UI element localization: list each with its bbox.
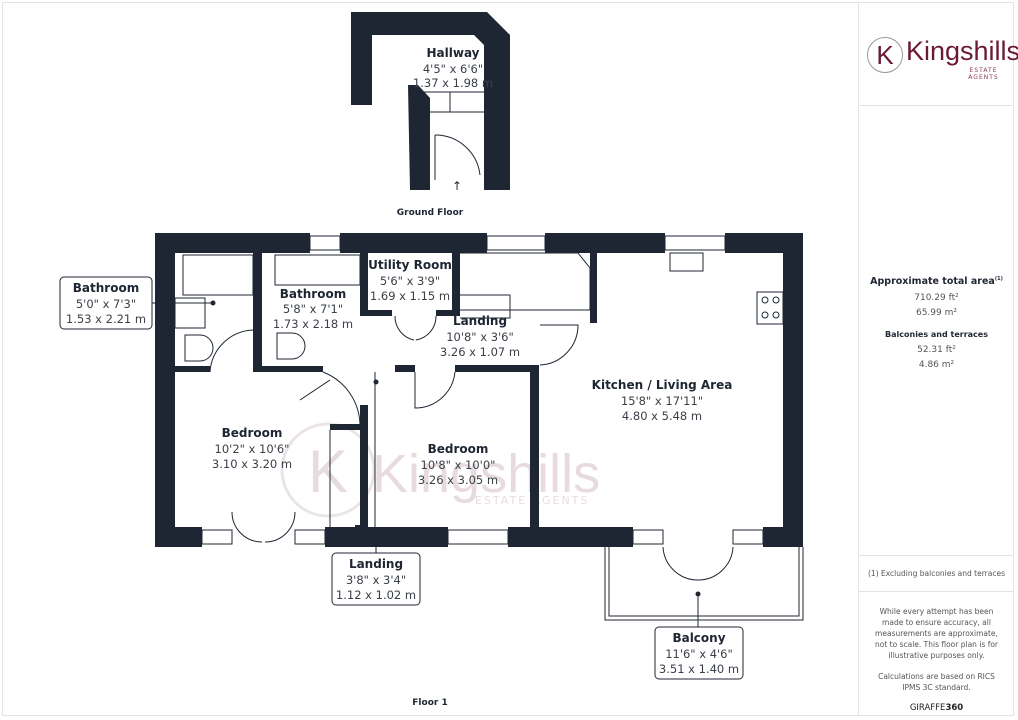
svg-text:3.26 x 3.05 m: 3.26 x 3.05 m	[418, 473, 498, 487]
svg-text:5'0" x 7'3": 5'0" x 7'3"	[76, 297, 136, 311]
calculation-note: Calculations are based on RICS IPMS 3C s…	[878, 672, 995, 692]
svg-text:1.69 x 1.15 m: 1.69 x 1.15 m	[370, 289, 450, 303]
svg-text:3.26 x 1.07 m: 3.26 x 1.07 m	[440, 345, 520, 359]
svg-text:1.73 x 2.18 m: 1.73 x 2.18 m	[273, 317, 353, 331]
room-imperial: 4'5" x 6'6"	[423, 62, 483, 76]
total-area-m: 65.99 m²	[915, 308, 957, 319]
brand-suffix: 360	[945, 703, 964, 713]
total-area-ft: 710.29 ft²	[914, 293, 959, 304]
disclaimer: While every attempt has been made to ens…	[874, 607, 999, 660]
logo-brand: Kingshills	[906, 36, 1018, 66]
footnote: (1) Excluding balconies and terraces	[859, 556, 1014, 592]
svg-text:4.80 x 5.48 m: 4.80 x 5.48 m	[622, 409, 702, 423]
svg-text:10'2" x 10'6": 10'2" x 10'6"	[215, 442, 290, 456]
room-label-bedroom-2: Bedroom 10'8" x 10'0" 3.26 x 3.05 m	[418, 442, 498, 487]
balcony-outline	[604, 547, 804, 621]
entrance-arrow-icon: ↑	[452, 179, 462, 193]
kingshills-logo: K Kingshills ESTATE AGENTS	[859, 3, 1018, 106]
logo-initial: K	[867, 37, 903, 73]
svg-text:5'6" x 3'9": 5'6" x 3'9"	[380, 274, 440, 288]
brand-prefix: GIRAFFE	[909, 703, 946, 713]
balconies-title: Balconies and terraces	[885, 330, 988, 340]
svg-text:Bedroom: Bedroom	[428, 442, 489, 456]
svg-text:3.10 x 3.20 m: 3.10 x 3.20 m	[212, 457, 292, 471]
room-label-bathroom-2: Bathroom 5'8" x 7'1" 1.73 x 2.18 m	[273, 287, 353, 331]
svg-text:1.53 x 2.21 m: 1.53 x 2.21 m	[66, 312, 146, 326]
room-metric: 1.37 x 1.98 m	[413, 76, 493, 90]
area-summary: Approximate total area(1) 710.29 ft² 65.…	[859, 106, 1014, 556]
svg-text:Landing: Landing	[349, 557, 403, 571]
svg-text:3.51 x 1.40 m: 3.51 x 1.40 m	[659, 662, 739, 676]
footnote-marker: (1)	[994, 276, 1003, 282]
floor-1-label: Floor 1	[412, 698, 447, 708]
total-area-title: Approximate total area	[870, 276, 995, 288]
room-label-kitchen-living: Kitchen / Living Area 15'8" x 17'11" 4.8…	[592, 378, 733, 423]
svg-text:10'8" x 10'0": 10'8" x 10'0"	[421, 458, 496, 472]
room-label-bedroom-1: Bedroom 10'2" x 10'6" 3.10 x 3.20 m	[212, 426, 292, 471]
svg-text:Bathroom: Bathroom	[73, 281, 139, 295]
info-sidebar: K Kingshills ESTATE AGENTS Approximate t…	[858, 3, 1018, 715]
room-label-bathroom-1: Bathroom 5'0" x 7'3" 1.53 x 2.21 m	[59, 276, 153, 330]
svg-text:Balcony: Balcony	[672, 631, 725, 645]
floor1-walls	[155, 233, 803, 581]
svg-text:11'6" x 4'6": 11'6" x 4'6"	[665, 647, 733, 661]
balconies-m: 4.86 m²	[918, 360, 955, 371]
stairs	[419, 91, 505, 113]
svg-text:Kingshills: Kingshills	[372, 444, 600, 504]
ground-floor-walls: ↑	[351, 12, 510, 193]
svg-text:Utility Room: Utility Room	[368, 258, 452, 272]
room-label-utility-room: Utility Room 5'6" x 3'9" 1.69 x 1.15 m	[368, 258, 452, 303]
balconies-ft: 52.31 ft²	[917, 345, 956, 356]
svg-text:5'8" x 7'1": 5'8" x 7'1"	[283, 302, 343, 316]
room-name: Hallway	[426, 46, 479, 60]
room-label-landing-2: Landing 3'8" x 3'4" 1.12 x 1.02 m	[331, 552, 421, 606]
ground-floor-label: Ground Floor	[397, 208, 464, 218]
logo-tagline: ESTATE AGENTS	[968, 67, 999, 81]
door-swing	[434, 134, 481, 176]
room-label-balcony: Balcony 11'6" x 4'6" 3.51 x 1.40 m	[654, 626, 744, 680]
disclaimer-section: While every attempt has been made to ens…	[859, 592, 1014, 714]
svg-text:1.12 x 1.02 m: 1.12 x 1.02 m	[336, 588, 416, 602]
giraffe360-brand: GIRAFFE360	[869, 703, 1004, 714]
svg-text:10'8" x 3'6": 10'8" x 3'6"	[446, 330, 514, 344]
svg-text:Kitchen / Living Area: Kitchen / Living Area	[592, 378, 733, 392]
svg-text:15'8" x 17'11": 15'8" x 17'11"	[621, 394, 703, 408]
svg-text:Bathroom: Bathroom	[280, 287, 346, 301]
watermark-logo: K Kingshills ESTATE AGENTS	[280, 422, 600, 518]
svg-text:3'8" x 3'4": 3'8" x 3'4"	[346, 573, 406, 587]
svg-text:Landing: Landing	[453, 314, 507, 328]
room-label-landing: Landing 10'8" x 3'6" 3.26 x 1.07 m	[440, 314, 520, 359]
floor-plan: K Kingshills ESTATE AGENTS ↑ Hallway 4'5…	[59, 12, 804, 708]
svg-text:Bedroom: Bedroom	[222, 426, 283, 440]
svg-text:K: K	[308, 438, 348, 505]
